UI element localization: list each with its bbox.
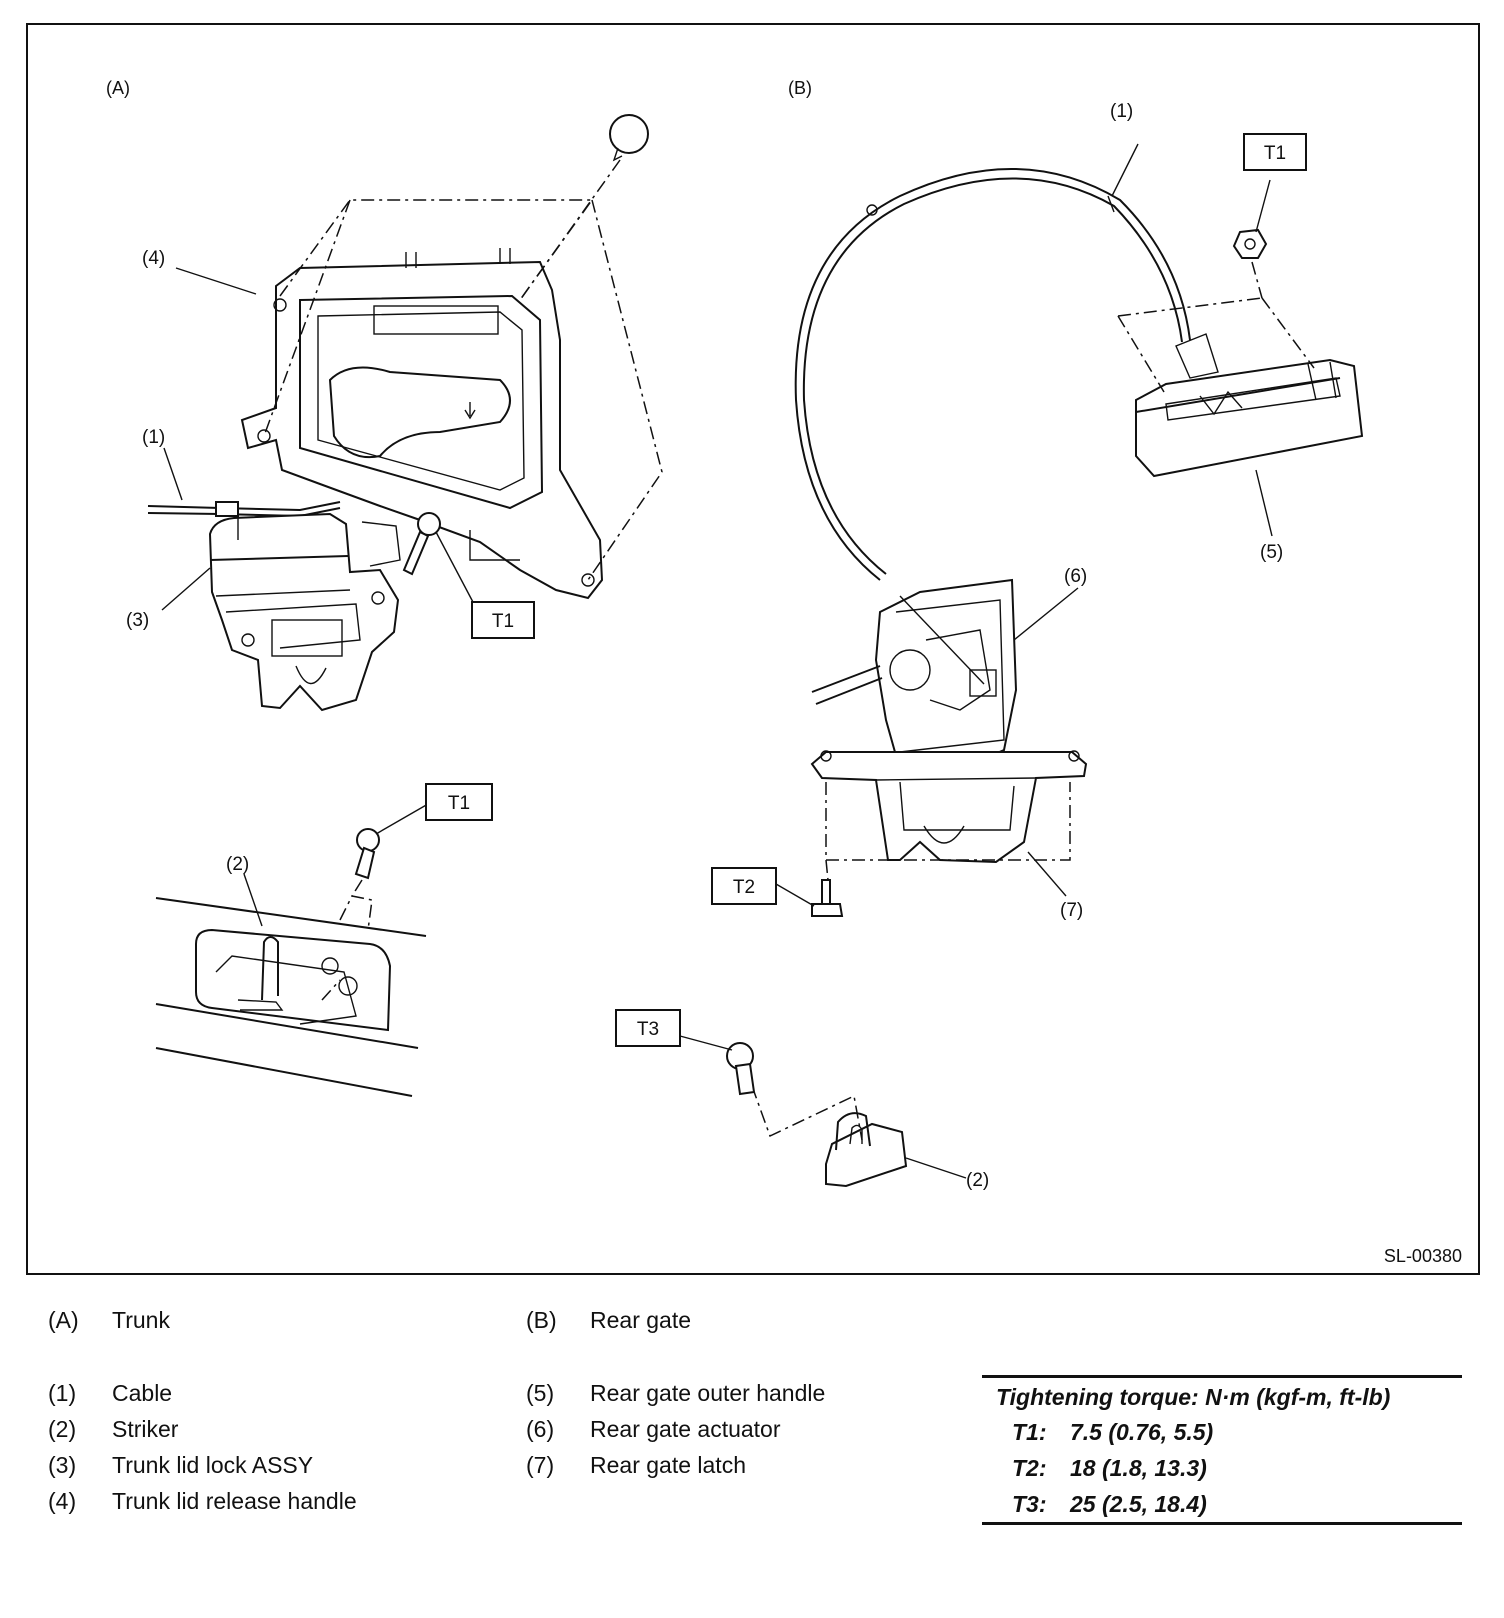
rear-gate-outer-handle [1135,333,1364,478]
legend-item: (1) Cable [48,1375,357,1411]
rear-gate-latch [810,750,1088,864]
callout-a2: (2) [226,854,249,875]
legend-code: (1) [48,1380,77,1406]
legend-code: (A) [48,1307,79,1333]
legend-item: (6) Rear gate actuator [526,1411,825,1447]
legend-code: (B) [526,1307,557,1333]
torque-key: T3: [1012,1491,1047,1517]
torque-value: 25 (2.5, 18.4) [1070,1491,1207,1517]
legend-code: (4) [48,1488,77,1514]
svg-text:T1: T1 [492,611,514,632]
callout-b6: (6) [1064,566,1087,587]
callout-a1: (1) [142,427,165,448]
rear-gate-actuator [811,578,1018,772]
svg-text:T1: T1 [448,793,470,814]
legend-panel-a: (A) Trunk [48,1302,170,1338]
figure-code: SL-00380 [1384,1246,1462,1266]
rear-gate-cable [794,168,1191,581]
torque-table: Tightening torque: N·m (kgf-m, ft-lb) T1… [982,1375,1462,1525]
legend-item: (2) Striker [48,1411,357,1447]
legend-text: Rear gate [590,1307,692,1333]
legend-code: (6) [526,1416,555,1442]
nut-t1-b [1232,228,1268,259]
figure-frame [26,23,1480,1275]
legend-text: Striker [112,1416,179,1442]
rear-gate-striker [825,1112,908,1188]
legend-code: (2) [48,1416,77,1442]
trunk-striker-area [155,897,427,1097]
legend-code: (7) [526,1452,555,1478]
bolt-t1-a-lower [354,828,380,880]
legend-code: (3) [48,1452,77,1478]
torque-box-b-striker [615,1009,681,1047]
legend-parts-left: (1) Cable (2) Striker (3) Trunk lid lock AS… [48,1375,357,1519]
legend-text: Rear gate latch [590,1452,746,1478]
clip-part [609,114,649,162]
svg-text:T2: T2 [733,877,755,898]
panel-a-label: (A) [106,78,130,98]
torque-box-b-latch [711,867,777,905]
torque-row: T1: 7.5 (0.76, 5.5) [982,1414,1462,1450]
panel-b-label: (B) [788,78,812,98]
legend-text: Rear gate outer handle [590,1380,826,1406]
legend-item: (4) Trunk lid release handle [48,1483,357,1519]
callout-b7: (7) [1060,900,1083,921]
callout-b5: (5) [1260,542,1283,563]
callout-b1: (1) [1110,101,1133,122]
svg-text:T3: T3 [637,1019,659,1040]
torque-value: 18 (1.8, 13.3) [1070,1455,1207,1481]
callout-b2: (2) [966,1170,989,1191]
trunk-lid-lock-assy [208,512,401,712]
legend-code: (5) [526,1380,555,1406]
torque-box-a-lower [425,783,493,821]
legend-text: Trunk lid lock ASSY [112,1452,314,1478]
torque-heading: Tightening torque: N·m (kgf-m, ft-lb) [996,1384,1391,1410]
bolt-t2 [811,879,844,917]
callout-a4: (4) [142,248,165,269]
legend-text: Trunk [112,1307,170,1333]
torque-box-a-upper [471,601,535,639]
bolt-t3 [726,1042,756,1096]
legend-text: Trunk lid release handle [112,1488,357,1514]
legend-item: (3) Trunk lid lock ASSY [48,1447,357,1483]
exploded-parts-diagram: (A) [26,23,1480,1275]
svg-text:T1: T1 [1264,143,1286,164]
trunk-cable [147,501,341,512]
torque-box-b-handle [1243,133,1307,171]
torque-value: 7.5 (0.76, 5.5) [1070,1419,1214,1445]
trunk-lid-release-handle [240,248,604,600]
legend-text: Cable [112,1380,173,1406]
legend-item: (5) Rear gate outer handle [526,1375,825,1411]
bolt-t1-a [402,512,441,576]
torque-row: T2: 18 (1.8, 13.3) [982,1450,1462,1486]
legend-item: (7) Rear gate latch [526,1447,825,1483]
torque-key: T2: [1012,1455,1047,1481]
torque-key: T1: [1012,1419,1047,1445]
torque-row: T3: 25 (2.5, 18.4) [982,1486,1462,1522]
callout-a3: (3) [126,610,149,631]
legend-panel-b: (B) Rear gate [526,1302,691,1338]
legend-parts-right: (5) Rear gate outer handle (6) Rear gate a… [526,1375,825,1483]
legend-text: Rear gate actuator [590,1416,781,1442]
